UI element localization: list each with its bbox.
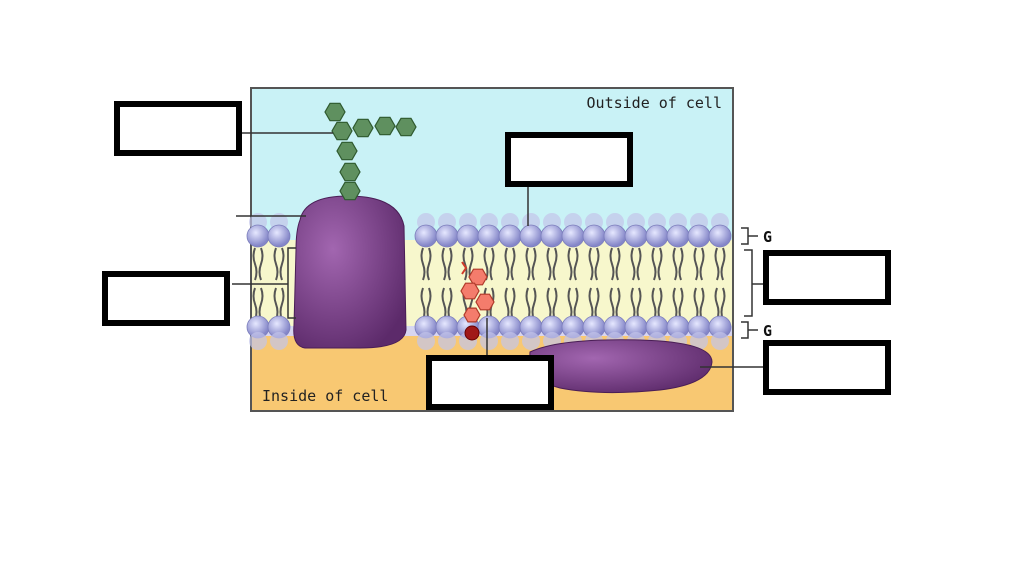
label-box-cholesterol[interactable] — [426, 355, 554, 410]
peripheral-protein — [529, 339, 713, 394]
outside-of-cell-label: Outside of cell — [587, 94, 722, 112]
leader-lines — [232, 132, 763, 368]
label-box-bilayer[interactable] — [763, 250, 891, 305]
label-box-carbohydrate[interactable] — [114, 101, 242, 156]
layer-marker-bottom: G — [763, 322, 772, 340]
lipid-tails — [252, 247, 726, 321]
label-box-hydrophobic-tails[interactable] — [102, 271, 230, 326]
layer-marker-top: G — [763, 228, 772, 246]
carbohydrate-chain — [324, 102, 417, 201]
label-box-phospholipid-head[interactable] — [505, 132, 633, 187]
inside-of-cell-label: Inside of cell — [262, 387, 388, 405]
cholesterol-molecule — [460, 261, 495, 341]
integral-protein — [293, 195, 407, 349]
phospholipid-heads-outer — [246, 213, 732, 248]
label-box-peripheral-protein[interactable] — [763, 340, 891, 395]
